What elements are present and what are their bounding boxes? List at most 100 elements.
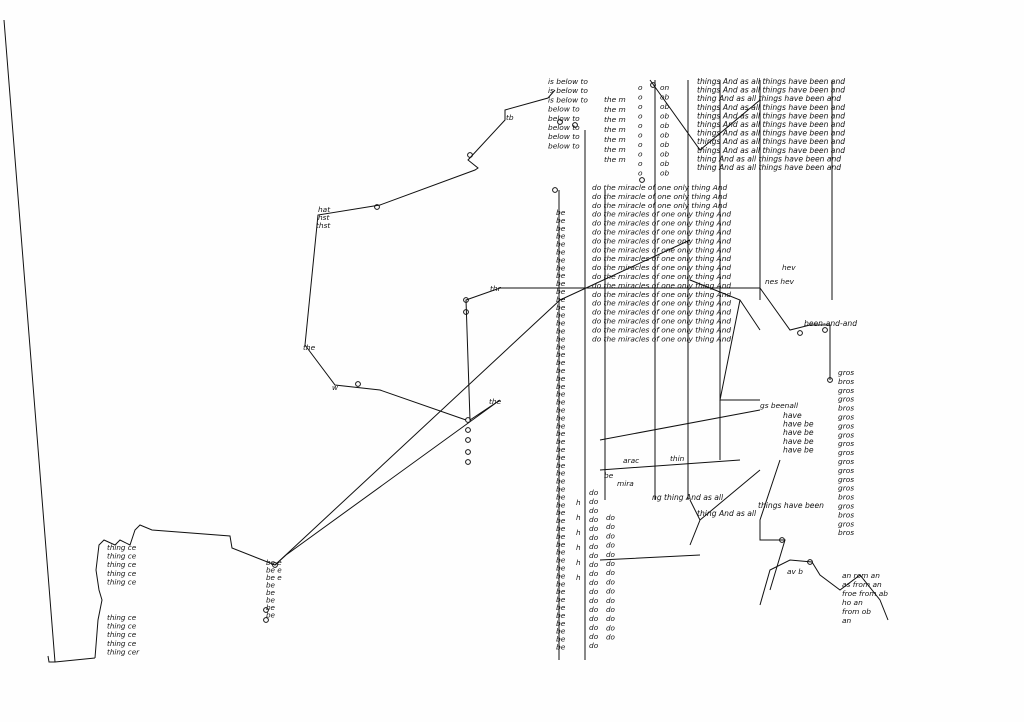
column-line: be [556,319,566,328]
column-line: have be [783,437,814,446]
label-arac: arac [623,456,639,465]
column-line: be [556,556,566,565]
column-line: do the miracles of one only thing And [592,308,731,317]
column-line: thing ce [107,630,137,639]
column-line: be [556,208,566,217]
column-line: be e [266,573,282,582]
small-circle [465,427,471,433]
small-circle [465,449,471,455]
column-line: be [556,485,566,494]
column-line: o [638,150,643,159]
column-line: bros [838,528,854,537]
column-line: be [556,382,566,391]
label-things-have-been: things have been [758,501,824,510]
column-line: be [556,453,566,462]
column-line: be [556,263,566,272]
column-line: h [576,543,581,552]
column-line: do [589,578,599,587]
column-line: do [589,506,599,515]
column-line: do the miracles of one only thing And [592,334,731,343]
column-line: an rom an [842,571,880,580]
column-line: below to [548,141,580,150]
column-line: be [556,635,566,644]
column-line: be [556,548,566,557]
small-circle [463,297,469,303]
label-gs-been: gs beenall [760,401,799,410]
column-line: bros [838,404,854,413]
label-been-and-and: been-and-and [804,319,857,328]
grid-verticals [558,80,833,660]
label-thst: thst [316,221,331,230]
column-line: be [556,406,566,415]
column-line: h [576,513,581,522]
column-line: h [576,498,581,507]
column-line: be [266,611,276,620]
column-line: be [556,240,566,249]
column-line: be e [266,566,282,575]
column-line: as from an [842,580,882,589]
column-line: be [556,390,566,399]
column-line: ob [660,121,670,130]
label-mira: mira [617,479,634,488]
column-line: the m [604,125,626,134]
column-line: h [576,573,581,582]
small-circle [572,122,578,128]
column-line: do the miracles of one only thing And [592,236,731,245]
column-line: do [589,632,599,641]
column-line: be [556,579,566,588]
column-line: do [589,641,599,650]
column-line: be [556,532,566,541]
small-circle [263,617,269,623]
column-line: the m [604,155,626,164]
label-be-mi: be [604,471,614,480]
label-hst: hst [318,213,331,222]
left-border-line [3,19,96,663]
column-line: do the miracles of one only thing And [592,317,731,326]
column-line: do [606,605,616,614]
column-line: do the miracles of one only thing And [592,281,731,290]
column-line: bros [838,510,854,519]
column-line: ho an [842,598,863,607]
column-line: be [556,564,566,573]
column-line: do the miracles of one only thing And [592,290,731,299]
column-line: do [589,587,599,596]
column-line: be [556,255,566,264]
column-line: gros [838,395,854,404]
column-line: do [606,623,616,632]
column-line: thing ce [107,613,137,622]
small-circle [465,417,471,423]
column-line: be [556,216,566,225]
column-line: be [556,224,566,233]
label-tbe: the [489,397,502,406]
column-line: below to [548,105,580,114]
small-circle [465,437,471,443]
column-line: h [576,528,581,537]
column-line: be [556,413,566,422]
column-line: be [556,295,566,304]
upper-left-path [304,89,556,421]
column-line: be [266,596,276,605]
column-line: be [556,500,566,509]
text-column-top-phrase: things And as all things have been andth… [697,77,845,172]
column-line: things And as all things have been and [697,86,845,95]
column-line: be [556,587,566,596]
column-line: do [589,497,599,506]
column-line: be [556,508,566,517]
column-line: do [606,522,616,531]
column-line: the m [604,145,626,154]
column-line: is below to [548,95,588,104]
column-line: be [556,271,566,280]
column-line: things And as all things have been and [697,129,845,138]
column-line: do [589,560,599,569]
text-column-gros-column: grosbrosgrosgrosbrosgrosgrosgrosgrosgros… [838,368,854,537]
column-line: do [589,533,599,542]
column-line: things And as all things have been and [697,137,845,146]
column-line: things And as all things have been and [697,120,845,129]
small-circle [463,309,469,315]
small-circle [797,330,803,336]
